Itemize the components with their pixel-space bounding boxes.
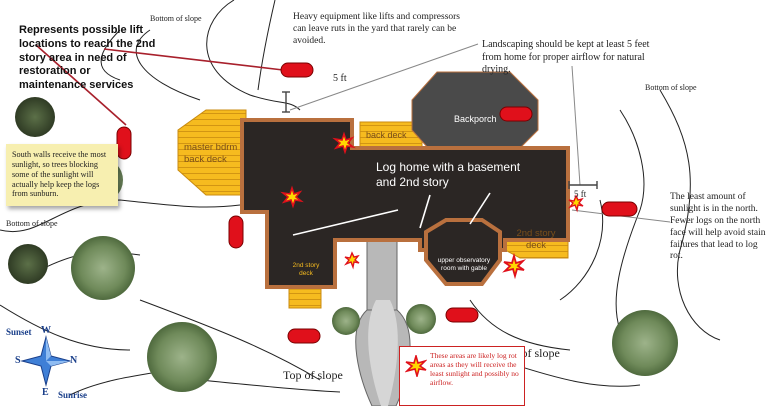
backporch-label: Backporch bbox=[454, 114, 497, 124]
tree-icon bbox=[15, 97, 55, 137]
slope-line bbox=[659, 89, 721, 341]
slope-line bbox=[615, 109, 645, 331]
lift-marker-icon bbox=[445, 307, 479, 323]
bottom-of-slope-label-left: Bottom of slope bbox=[6, 219, 58, 228]
compass-sunrise: Sunrise bbox=[58, 390, 88, 400]
five-ft-marker-right bbox=[568, 181, 598, 189]
slope-line bbox=[206, 0, 301, 111]
lift-marker-icon bbox=[287, 328, 321, 344]
slope-line bbox=[199, 379, 341, 393]
lift-locations-note: Represents possible lift locations to re… bbox=[19, 24, 156, 91]
legend-text: These areas are likely log rot areas as … bbox=[430, 351, 519, 387]
tree-icon bbox=[332, 307, 360, 335]
log-rot-burst-icon bbox=[343, 251, 360, 270]
compass-sunset: Sunset bbox=[6, 327, 32, 337]
backporch-shape bbox=[411, 71, 539, 159]
log-rot-legend: These areas are likely log rot areas as … bbox=[399, 346, 525, 406]
slope-line bbox=[135, 29, 201, 101]
tree-icon bbox=[147, 322, 217, 392]
slope-line bbox=[139, 299, 321, 381]
tree-icon bbox=[8, 244, 48, 284]
compass-e: E bbox=[42, 387, 49, 398]
second-story-deck-small bbox=[288, 288, 322, 309]
compass-star-icon bbox=[20, 335, 72, 387]
compass-n: N bbox=[70, 355, 78, 366]
observatory-label: upper observatory room with gable bbox=[437, 257, 491, 273]
lift-marker-icon bbox=[280, 62, 314, 78]
log-rot-burst-icon bbox=[332, 131, 356, 155]
house-roof bbox=[240, 118, 570, 289]
south-walls-note: South walls receive the most sunlight, s… bbox=[6, 144, 118, 206]
bottom-of-slope-label-top: Bottom of slope bbox=[150, 14, 202, 23]
lift-marker-icon bbox=[228, 215, 244, 249]
tree-icon bbox=[612, 310, 678, 376]
second-story-deck-right-label: 2nd story deck bbox=[516, 228, 556, 251]
driveway bbox=[355, 239, 411, 406]
compass-s: S bbox=[15, 355, 21, 366]
slope-line bbox=[0, 304, 131, 351]
lift-marker-icon bbox=[601, 201, 638, 217]
lift-markers bbox=[116, 62, 638, 344]
five-ft-marker-top bbox=[282, 91, 290, 113]
log-rot-burst-icon bbox=[280, 185, 304, 209]
tree-icon bbox=[406, 304, 436, 334]
pointer-lines bbox=[292, 192, 491, 236]
lift-marker-icon bbox=[499, 106, 533, 122]
second-story-deck-left-label: 2nd story deck bbox=[292, 262, 320, 278]
slope-line bbox=[0, 199, 241, 232]
landscaping-note: Landscaping should be kept at least 5 fe… bbox=[482, 39, 650, 75]
bottom-of-slope-label-right: Bottom of slope bbox=[645, 83, 697, 92]
tree-icon bbox=[71, 236, 135, 300]
log-rot-burst-icon bbox=[502, 252, 527, 280]
log-rot-bursts bbox=[280, 131, 584, 280]
house-main-label: Log home with a basement and 2nd story bbox=[376, 160, 521, 189]
least-sunlight-note: The least amount of sunlight is in the n… bbox=[670, 192, 766, 262]
heavy-equipment-note: Heavy equipment like lifts and compresso… bbox=[293, 12, 461, 46]
five-ft-label-right: 5 ft bbox=[574, 189, 587, 199]
master-bdrm-deck-label: master bdrm back deck bbox=[184, 142, 238, 165]
lift-marker-icon bbox=[116, 126, 132, 160]
slope-line bbox=[257, 0, 276, 91]
slope-line bbox=[100, 29, 121, 81]
slope-line bbox=[469, 299, 571, 351]
five-ft-label-top: 5 ft bbox=[333, 73, 347, 84]
observatory-shape bbox=[424, 218, 502, 286]
top-of-slope-label-bottom: Top of slope bbox=[283, 368, 343, 382]
log-rot-burst-icon bbox=[567, 194, 584, 213]
compass-w: W bbox=[41, 325, 51, 336]
back-deck-label: back deck bbox=[366, 130, 407, 140]
log-rot-burst-icon bbox=[405, 355, 427, 377]
